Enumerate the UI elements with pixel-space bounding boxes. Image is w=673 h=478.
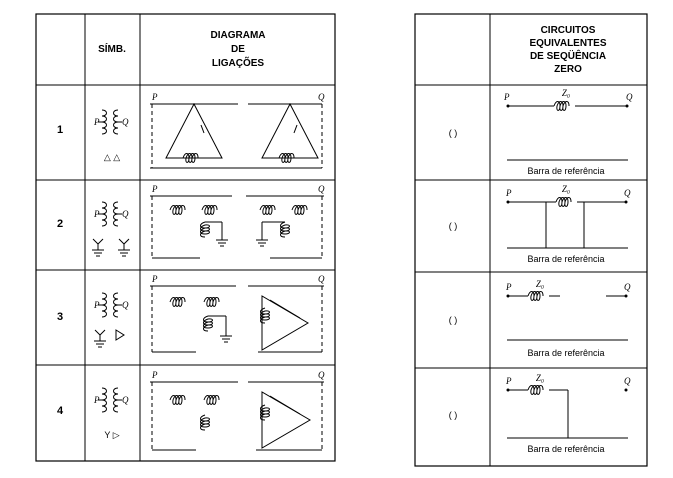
row-4-symbol-caption: Y ▷ — [104, 430, 119, 440]
circuit-4-q: Q — [624, 376, 631, 386]
circuit-1-q: Q — [626, 92, 633, 102]
circuit-3-q: Q — [624, 282, 631, 292]
right-table: CIRCUITOS EQUIVALENTES DE SEQÜÊNCIA ZERO… — [414, 13, 648, 467]
row-2-diagram: P Q — [150, 184, 325, 259]
circuit-4-p: P — [505, 376, 512, 386]
terminal-p: P — [151, 92, 158, 102]
circuit-4: P Q Z₀ Barra de referência — [505, 373, 631, 454]
terminal-p-4: P — [151, 370, 158, 380]
row-number-2: 2 — [57, 218, 63, 230]
circuit-3-z0: Z₀ — [536, 279, 544, 289]
row-number-4: 4 — [57, 405, 64, 417]
answer-slot-4[interactable]: ( ) — [449, 410, 458, 420]
row-4-symbol: Y ▷ — [92, 387, 130, 440]
circuit-1-reference: Barra de referência — [527, 166, 604, 176]
row-1-symbol-caption: △ △ — [104, 152, 120, 162]
left-table: SÍMB. DIAGRAMA DE LIGAÇÕES 1 2 3 4 △ △ — [35, 13, 336, 462]
right-header-line-1: CIRCUITOS — [541, 25, 596, 36]
row-number-3: 3 — [57, 311, 63, 323]
circuit-3: P Q Z₀ Barra de referência — [505, 279, 631, 358]
header-diagram-line-3: LIGAÇÕES — [212, 56, 265, 69]
header-symbol: SÍMB. — [98, 42, 126, 55]
circuit-2-q: Q — [624, 188, 631, 198]
delta-icon — [115, 329, 125, 341]
grounded-wye-icon — [93, 329, 107, 348]
row-3-symbol — [92, 292, 130, 348]
row-number-1: 1 — [57, 124, 63, 136]
circuit-2-p: P — [505, 188, 512, 198]
answer-slot-2[interactable]: ( ) — [449, 221, 458, 231]
circuit-3-p: P — [505, 282, 512, 292]
terminal-q-3: Q — [318, 274, 325, 284]
circuit-2: P Q Z₀ Barra de referência — [505, 184, 631, 264]
circuit-2-reference: Barra de referência — [527, 254, 604, 264]
terminal-q-4: Q — [318, 370, 325, 380]
row-1-symbol: △ △ — [92, 109, 130, 162]
row-4-diagram: P Q — [150, 370, 325, 451]
circuit-2-z0: Z₀ — [562, 184, 570, 194]
row-1-diagram: P Q — [150, 92, 325, 169]
circuit-1: P Q Z₀ Barra de referência — [503, 88, 633, 176]
grounded-wye-right-icon — [117, 238, 131, 257]
grounded-wye-left-icon — [91, 238, 105, 257]
terminal-p-3: P — [151, 274, 158, 284]
circuit-1-z0: Z₀ — [562, 88, 570, 98]
terminal-q: Q — [318, 92, 325, 102]
circuit-3-reference: Barra de referência — [527, 348, 604, 358]
row-3-diagram: P Q — [150, 274, 325, 353]
circuit-4-reference: Barra de referência — [527, 444, 604, 454]
terminal-p-2: P — [151, 184, 158, 194]
header-diagram-line-2: DE — [231, 44, 245, 55]
circuit-4-z0: Z₀ — [536, 373, 544, 383]
circuit-1-p: P — [503, 92, 510, 102]
row-2-symbol — [91, 201, 131, 257]
right-header-line-2: EQUIVALENTES — [529, 38, 606, 49]
right-header-line-3: DE SEQÜÊNCIA — [530, 49, 606, 62]
answer-slot-1[interactable]: ( ) — [449, 128, 458, 138]
answer-slot-3[interactable]: ( ) — [449, 315, 458, 325]
header-diagram-line-1: DIAGRAMA — [211, 30, 266, 41]
right-header-line-4: ZERO — [554, 64, 582, 75]
terminal-q-2: Q — [318, 184, 325, 194]
